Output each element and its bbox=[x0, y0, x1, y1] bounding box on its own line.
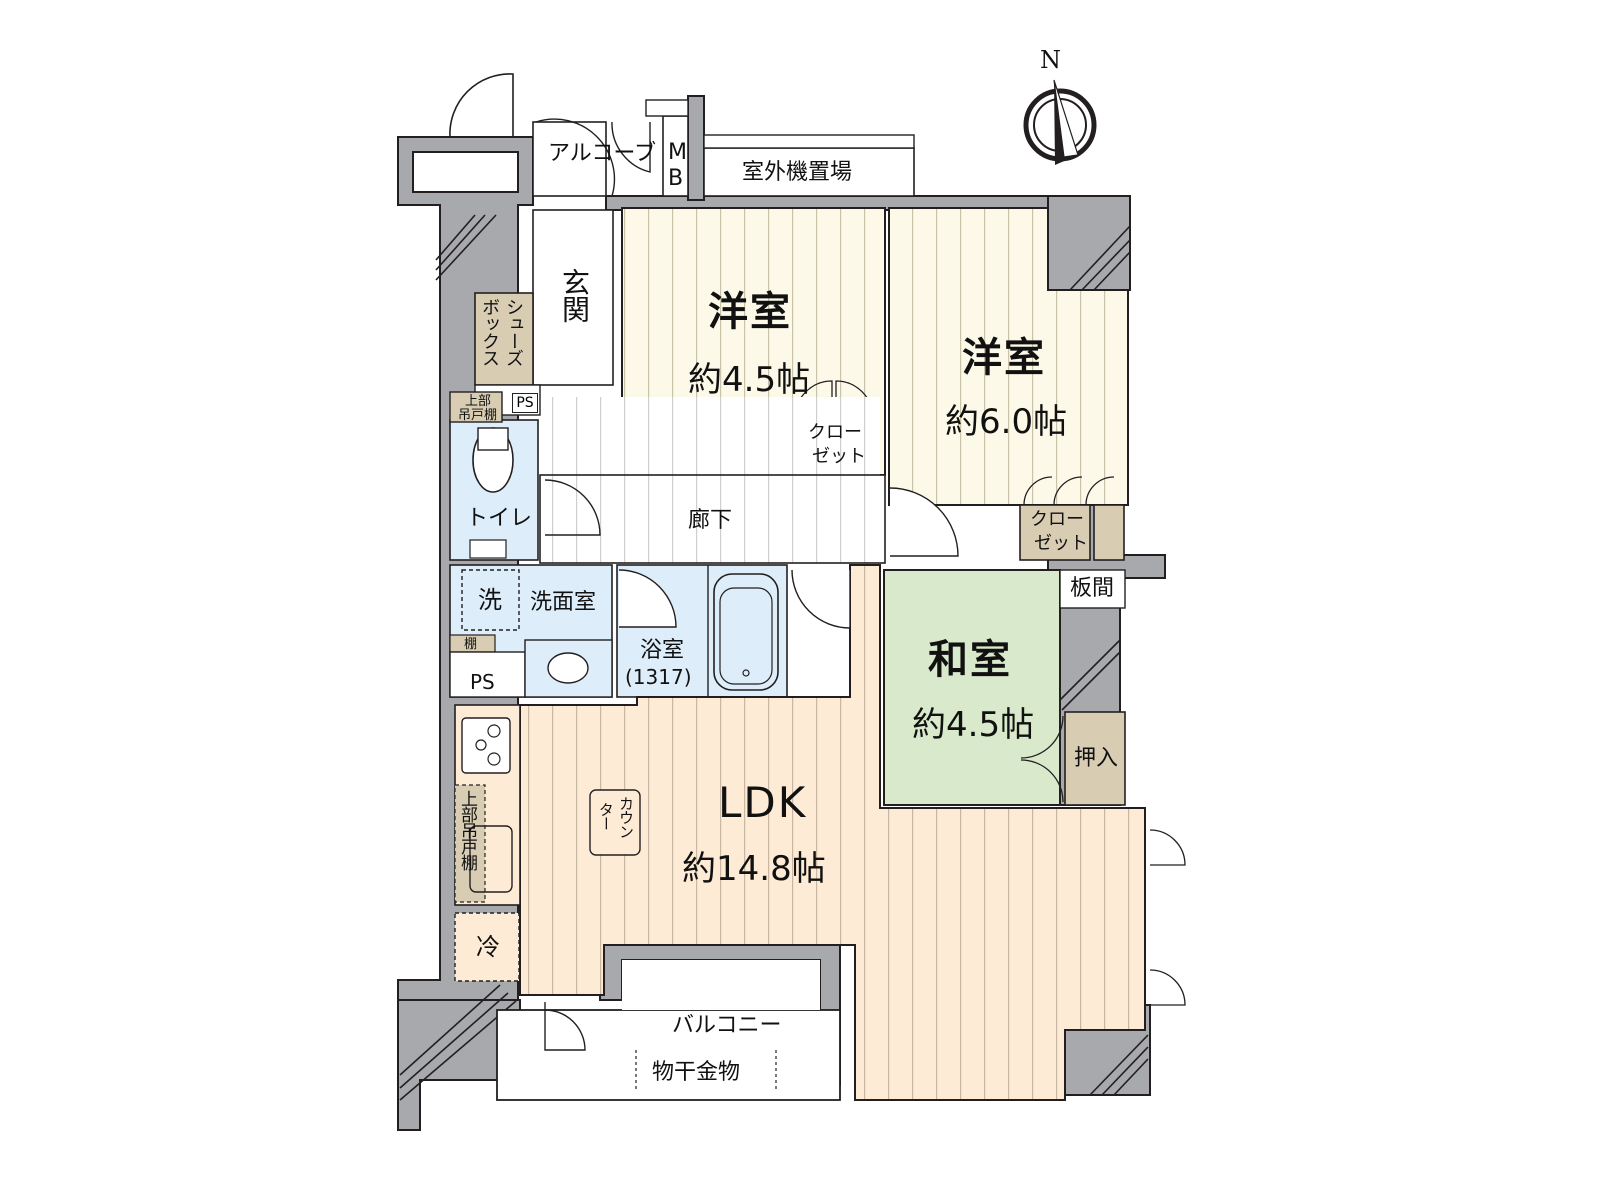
balcony-fixture-label: 物干金物 bbox=[652, 1060, 741, 1085]
toilet-label: トイレ bbox=[466, 506, 533, 531]
upper-cabinet-kitchen-label: 上部吊戸棚 bbox=[457, 790, 477, 870]
wall-hatching bbox=[399, 214, 1149, 1101]
oshiire-label: 押入 bbox=[1074, 746, 1119, 771]
western-room-1-area: 約4.5帖 bbox=[688, 360, 811, 400]
shoe-box-label-col2: ボックス bbox=[479, 298, 500, 366]
closet-2 bbox=[1019, 504, 1091, 561]
meter-box-label-1: M bbox=[668, 140, 687, 165]
counter bbox=[589, 789, 641, 856]
counter-label-col1: カウン bbox=[617, 796, 635, 838]
compass-icon bbox=[1023, 79, 1097, 165]
ldk bbox=[519, 564, 1146, 1101]
closet-2-label-1: クロー bbox=[1030, 509, 1084, 530]
japanese-room-area: 約4.5帖 bbox=[912, 705, 1035, 745]
wood-floor-label: 板間 bbox=[1070, 576, 1115, 601]
japanese-room-name: 和室 bbox=[928, 637, 1012, 683]
shelf-label: 棚 bbox=[464, 637, 478, 652]
washroom-label: 洗面室 bbox=[530, 590, 597, 615]
upper-cabinet-toilet-label-1: 上部 bbox=[465, 394, 492, 409]
hallway-label: 廊下 bbox=[688, 508, 733, 533]
upper-cabinet-toilet-label-2: 吊戸棚 bbox=[458, 408, 498, 423]
compass-label: N bbox=[1040, 46, 1063, 74]
ps-2-label: PS bbox=[470, 670, 495, 694]
balcony-label: バルコニー bbox=[672, 1013, 782, 1038]
closet-1-label-1: クロー bbox=[808, 422, 862, 443]
outdoor-unit-label: 室外機置場 bbox=[742, 160, 853, 185]
japanese-room bbox=[883, 569, 1061, 806]
top-left-storage bbox=[412, 151, 519, 193]
western-room-2-name: 洋室 bbox=[962, 335, 1046, 381]
washer-spot bbox=[461, 569, 520, 631]
oshiire bbox=[1064, 711, 1126, 806]
ps-1-label: PS bbox=[512, 393, 538, 413]
balcony bbox=[496, 1009, 841, 1101]
closet-1-label-2: ゼット bbox=[812, 446, 866, 467]
entrance-label: 玄関 bbox=[558, 268, 591, 322]
alcove-label: アルコーブ bbox=[548, 141, 657, 166]
wood-floor bbox=[1059, 569, 1126, 609]
western-room-1-name: 洋室 bbox=[708, 289, 792, 335]
sink-icon bbox=[547, 652, 589, 684]
ldk-area: 約14.8帖 bbox=[682, 849, 826, 889]
kitchen-sink-icon bbox=[469, 825, 513, 893]
counter-label-col2: ター bbox=[597, 802, 615, 830]
bathroom-size: (1317) bbox=[625, 665, 692, 689]
western-room-2 bbox=[888, 207, 1129, 506]
western-room-2-area: 約6.0帖 bbox=[945, 402, 1068, 442]
outdoor-unit-area bbox=[703, 147, 915, 197]
shoe-box-label-col1: シューズ bbox=[503, 298, 524, 366]
bathtub-icon bbox=[713, 573, 779, 691]
meter-box-label-2: B bbox=[668, 166, 684, 191]
fridge-label: 冷 bbox=[476, 933, 500, 961]
entrance bbox=[532, 209, 614, 386]
ldk-name: LDK bbox=[718, 778, 808, 827]
washer-label: 洗 bbox=[478, 586, 502, 614]
closet-2-label-2: ゼット bbox=[1034, 533, 1088, 554]
door-swing bbox=[449, 73, 514, 138]
upper-cabinet-toilet bbox=[449, 391, 503, 423]
bathroom-label: 浴室 bbox=[640, 638, 685, 663]
fridge-spot bbox=[454, 912, 520, 982]
